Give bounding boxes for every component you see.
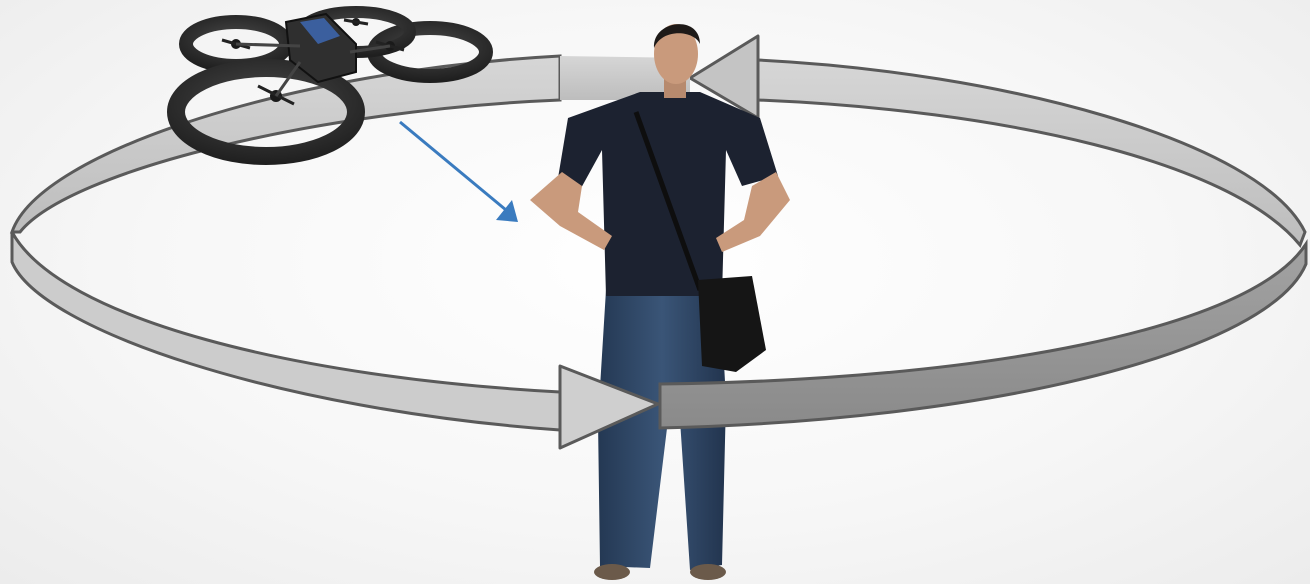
pointer-arrow-shaft	[400, 122, 506, 210]
person-arm-right	[716, 172, 790, 252]
person-shoe-left	[594, 564, 630, 580]
drone-propeller-4	[344, 20, 368, 24]
orbit-ring-front-left	[12, 232, 560, 430]
person-shoe-right	[690, 564, 726, 580]
orbit-ring-back-right	[758, 60, 1305, 245]
pointer-arrow	[400, 122, 518, 222]
drone-arm-1	[236, 44, 300, 46]
person-arm-left	[530, 172, 612, 250]
person-bag	[698, 276, 766, 372]
